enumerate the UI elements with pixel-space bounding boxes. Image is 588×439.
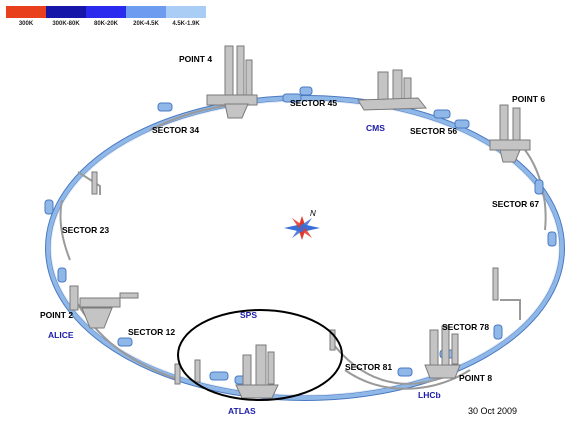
label-sector81: SECTOR 81	[345, 362, 392, 372]
label-sector67: SECTOR 67	[492, 199, 539, 209]
legend-item-20k-4.5k: 20K-4.5K	[126, 6, 166, 27]
label-point2: POINT 2	[40, 310, 73, 320]
legend-swatch-20k-4.5k	[126, 6, 166, 18]
legend-swatch-4.5k-1.9k	[166, 6, 206, 18]
label-alice: ALICE	[48, 330, 74, 340]
legend-item-80k-20k: 80K-20K	[86, 6, 126, 27]
alice-structure	[69, 285, 139, 329]
temperature-legend: 300K 300K-80K 80K-20K 20K-4.5K 4.5K-1.9K	[6, 6, 206, 27]
atlas-structure	[174, 344, 279, 399]
point4-structure	[206, 45, 258, 119]
legend-label-80k-20k: 80K-20K	[93, 21, 118, 27]
label-sps: SPS	[240, 310, 257, 320]
legend-label-4.5k-1.9k: 4.5K-1.9K	[172, 21, 200, 27]
compass-rose-icon	[284, 216, 320, 240]
cms-structure	[357, 69, 428, 111]
point6-structure	[489, 104, 531, 163]
label-lhcb: LHCb	[418, 390, 441, 400]
label-sector12: SECTOR 12	[128, 327, 175, 337]
ring-cryo-units	[44, 86, 557, 385]
legend-label-300k-80k: 300K-80K	[52, 21, 80, 27]
legend-swatch-300k-80k	[46, 6, 86, 18]
label-sector45: SECTOR 45	[290, 98, 337, 108]
label-point8: POINT 8	[459, 373, 492, 383]
label-cms: CMS	[366, 123, 385, 133]
legend-swatch-80k-20k	[86, 6, 126, 18]
transfer-lines	[59, 104, 547, 390]
label-point4: POINT 4	[179, 54, 212, 64]
lhc-ring	[45, 95, 565, 401]
legend-item-300k-80k: 300K-80K	[46, 6, 86, 27]
legend-swatch-300k	[6, 6, 46, 18]
label-sector78: SECTOR 78	[442, 322, 489, 332]
label-point6: POINT 6	[512, 94, 545, 104]
legend-item-300k: 300K	[6, 6, 46, 27]
compass-north-label: N	[310, 209, 316, 218]
date-label: 30 Oct 2009	[468, 406, 517, 416]
label-atlas: ATLAS	[228, 406, 256, 416]
sps-ring	[177, 309, 343, 401]
lhcb-structure	[424, 325, 461, 379]
label-sector23: SECTOR 23	[62, 225, 109, 235]
label-sector34: SECTOR 34	[152, 125, 199, 135]
legend-label-300k: 300K	[18, 21, 34, 27]
label-sector56: SECTOR 56	[410, 126, 457, 136]
legend-label-20k-4.5k: 20K-4.5K	[133, 21, 159, 27]
legend-item-4.5k-1.9k: 4.5K-1.9K	[166, 6, 206, 27]
access-shafts	[91, 171, 499, 351]
